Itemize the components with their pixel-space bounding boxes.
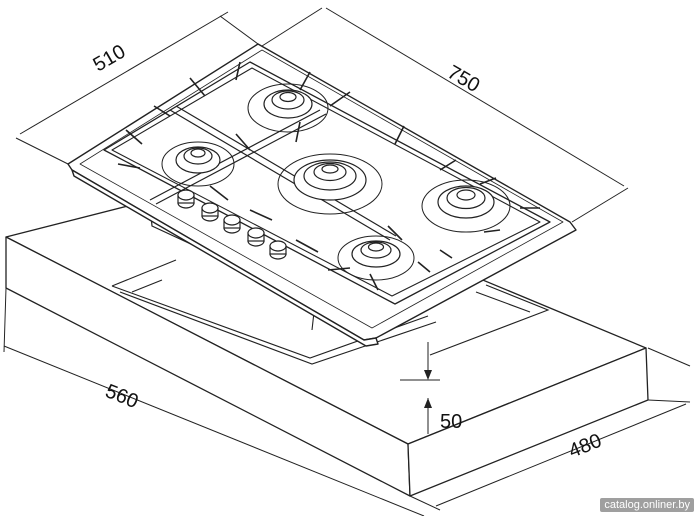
dimension-height-label: 50 <box>440 411 462 433</box>
burner-right <box>421 179 511 233</box>
burner-back <box>247 83 329 133</box>
dimension-width-label: 750 <box>444 61 484 97</box>
watermark: catalog.onliner.by <box>600 498 694 512</box>
knob-1 <box>177 189 195 209</box>
burners <box>161 83 511 281</box>
dimension-arrows <box>424 370 432 408</box>
dimension-lines <box>3 7 691 516</box>
burner-center-wok <box>277 153 383 215</box>
knob-2 <box>201 202 219 222</box>
knob-5 <box>269 240 287 260</box>
knob-4 <box>247 227 265 247</box>
control-knobs <box>177 189 287 260</box>
dimension-cutout-depth-label: 480 <box>566 430 605 463</box>
dimension-cutout-width-label: 560 <box>102 380 141 413</box>
burner-left <box>161 141 235 187</box>
burner-front <box>337 235 415 281</box>
knob-3 <box>223 214 241 234</box>
dimension-depth-label: 510 <box>90 41 130 77</box>
